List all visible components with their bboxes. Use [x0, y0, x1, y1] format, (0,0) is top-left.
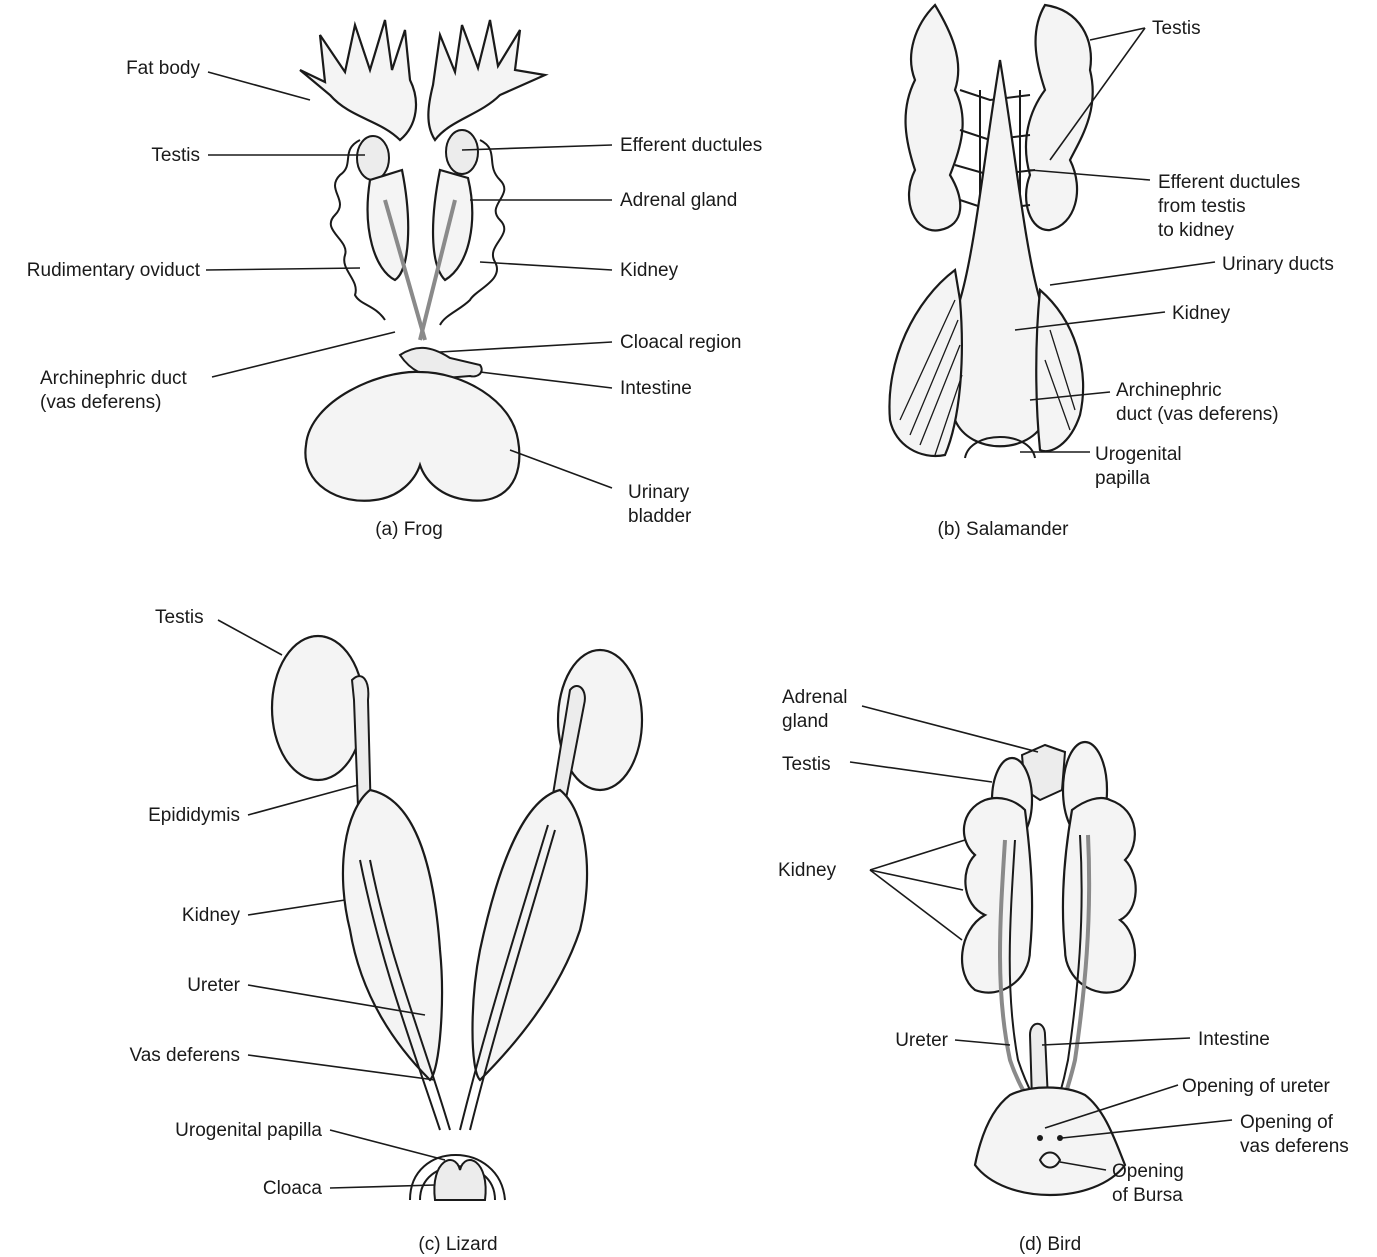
frog-drawing	[300, 20, 545, 501]
salamander-testis-left	[906, 5, 963, 230]
bird-leader-adrenal	[862, 706, 1038, 752]
bird-kidney-left	[962, 798, 1032, 993]
bird-leader-ureter	[955, 1040, 1010, 1045]
salamander-label-archinephric-1: Archinephric	[1116, 380, 1222, 401]
salamander-label-urogenital-2: papilla	[1095, 468, 1150, 489]
frog-fat-body-left	[300, 20, 416, 140]
frog-label-kidney: Kidney	[620, 260, 679, 281]
frog-leader-fat-body	[208, 72, 310, 100]
bird-label-opening-vas-2: vas deferens	[1240, 1136, 1349, 1157]
frog-urinary-bladder	[305, 372, 519, 501]
lizard-label-cloaca: Cloaca	[263, 1178, 323, 1199]
lizard-label-vas-deferens: Vas deferens	[129, 1045, 240, 1066]
bird-caption: (d) Bird	[1019, 1234, 1081, 1255]
lizard-label-testis: Testis	[155, 607, 204, 628]
frog-leader-intestine	[480, 372, 612, 388]
bird-label-ureter: Ureter	[895, 1030, 948, 1051]
frog-label-testis: Testis	[151, 145, 200, 166]
lizard-leader-cloaca	[330, 1185, 435, 1188]
lizard-leader-testis	[218, 620, 282, 655]
frog-fat-body-right	[428, 20, 545, 140]
frog-label-archinephric-duct-2: (vas deferens)	[40, 392, 161, 413]
bird-leader-kidney-1	[870, 840, 965, 870]
lizard-label-epididymis: Epididymis	[148, 805, 240, 826]
frog-panel: Fat body Testis Rudimentary oviduct Arch…	[27, 20, 762, 540]
lizard-label-kidney: Kidney	[182, 905, 241, 926]
salamander-label-efferent-2: from testis	[1158, 196, 1246, 217]
lizard-leader-kidney	[248, 900, 345, 915]
salamander-label-efferent-3: to kidney	[1158, 220, 1235, 241]
salamander-leader-urinary-ducts	[1050, 262, 1215, 285]
salamander-label-urinary-ducts: Urinary ducts	[1222, 254, 1334, 275]
frog-caption: (a) Frog	[375, 519, 443, 540]
salamander-label-testis: Testis	[1152, 18, 1201, 39]
frog-leader-kidney	[480, 262, 612, 270]
bird-panel: Adrenal gland Testis Kidney Ureter Intes…	[778, 687, 1349, 1255]
frog-leader-archinephric-duct	[212, 332, 395, 377]
frog-label-intestine: Intestine	[620, 378, 692, 399]
bird-label-opening-bursa-2: of Bursa	[1112, 1185, 1183, 1206]
frog-testis-left	[357, 136, 389, 180]
lizard-label-urogenital-papilla: Urogenital papilla	[175, 1120, 322, 1141]
salamander-panel: Testis Efferent ductules from testis to …	[889, 5, 1333, 540]
lizard-kidney-right	[473, 790, 588, 1080]
frog-leader-urinary-bladder	[510, 450, 612, 488]
bird-label-testis: Testis	[782, 754, 831, 775]
lizard-kidney-left	[343, 790, 442, 1080]
frog-leader-cloacal-region	[440, 342, 612, 352]
frog-leader-efferent-ductules	[462, 145, 612, 150]
frog-label-urinary: Urinary	[628, 482, 690, 503]
salamander-testis-right	[1026, 5, 1093, 230]
lizard-label-ureter: Ureter	[187, 975, 240, 996]
bird-leader-intestine	[1042, 1038, 1190, 1045]
bird-kidney-right	[1063, 798, 1136, 993]
frog-label-archinephric-duct: Archinephric duct	[40, 368, 188, 389]
lizard-leader-epididymis	[248, 785, 358, 815]
salamander-drawing	[889, 5, 1092, 458]
salamander-label-archinephric-2: duct (vas deferens)	[1116, 404, 1279, 425]
bird-cloaca	[975, 1088, 1125, 1196]
frog-label-efferent-ductules: Efferent ductules	[620, 135, 762, 156]
salamander-label-efferent-1: Efferent ductules	[1158, 172, 1300, 193]
frog-leader-rudimentary-oviduct	[206, 268, 360, 270]
bird-leader-testis	[850, 762, 992, 782]
bird-label-opening-bursa-1: Opening	[1112, 1161, 1184, 1182]
frog-label-bladder: bladder	[628, 506, 692, 527]
bird-label-intestine: Intestine	[1198, 1029, 1270, 1050]
lizard-caption: (c) Lizard	[418, 1234, 497, 1255]
salamander-lobe-right	[1036, 290, 1083, 451]
bird-label-opening-vas-1: Opening of	[1240, 1112, 1334, 1133]
bird-label-adrenal-1: Adrenal	[782, 687, 848, 708]
frog-testis-right	[446, 130, 478, 174]
bird-opening-dots	[1037, 1135, 1043, 1141]
frog-label-cloacal-region: Cloacal region	[620, 332, 741, 353]
salamander-label-kidney: Kidney	[1172, 303, 1231, 324]
salamander-caption: (b) Salamander	[938, 519, 1070, 540]
bird-label-kidney: Kidney	[778, 860, 837, 881]
frog-label-fat-body: Fat body	[126, 58, 200, 79]
lizard-panel: Testis Epididymis Kidney Ureter Vas defe…	[129, 607, 642, 1255]
salamander-label-urogenital-1: Urogenital	[1095, 444, 1182, 465]
frog-label-adrenal-gland: Adrenal gland	[620, 190, 737, 211]
lizard-testis-left	[272, 636, 364, 780]
lizard-leader-vas-deferens	[248, 1055, 435, 1080]
bird-label-opening-ureter: Opening of ureter	[1182, 1076, 1331, 1097]
frog-label-rudimentary-oviduct: Rudimentary oviduct	[27, 260, 201, 281]
lizard-leader-urogenital-papilla	[330, 1130, 445, 1160]
lizard-drawing	[272, 636, 642, 1200]
bird-label-adrenal-2: gland	[782, 711, 829, 732]
